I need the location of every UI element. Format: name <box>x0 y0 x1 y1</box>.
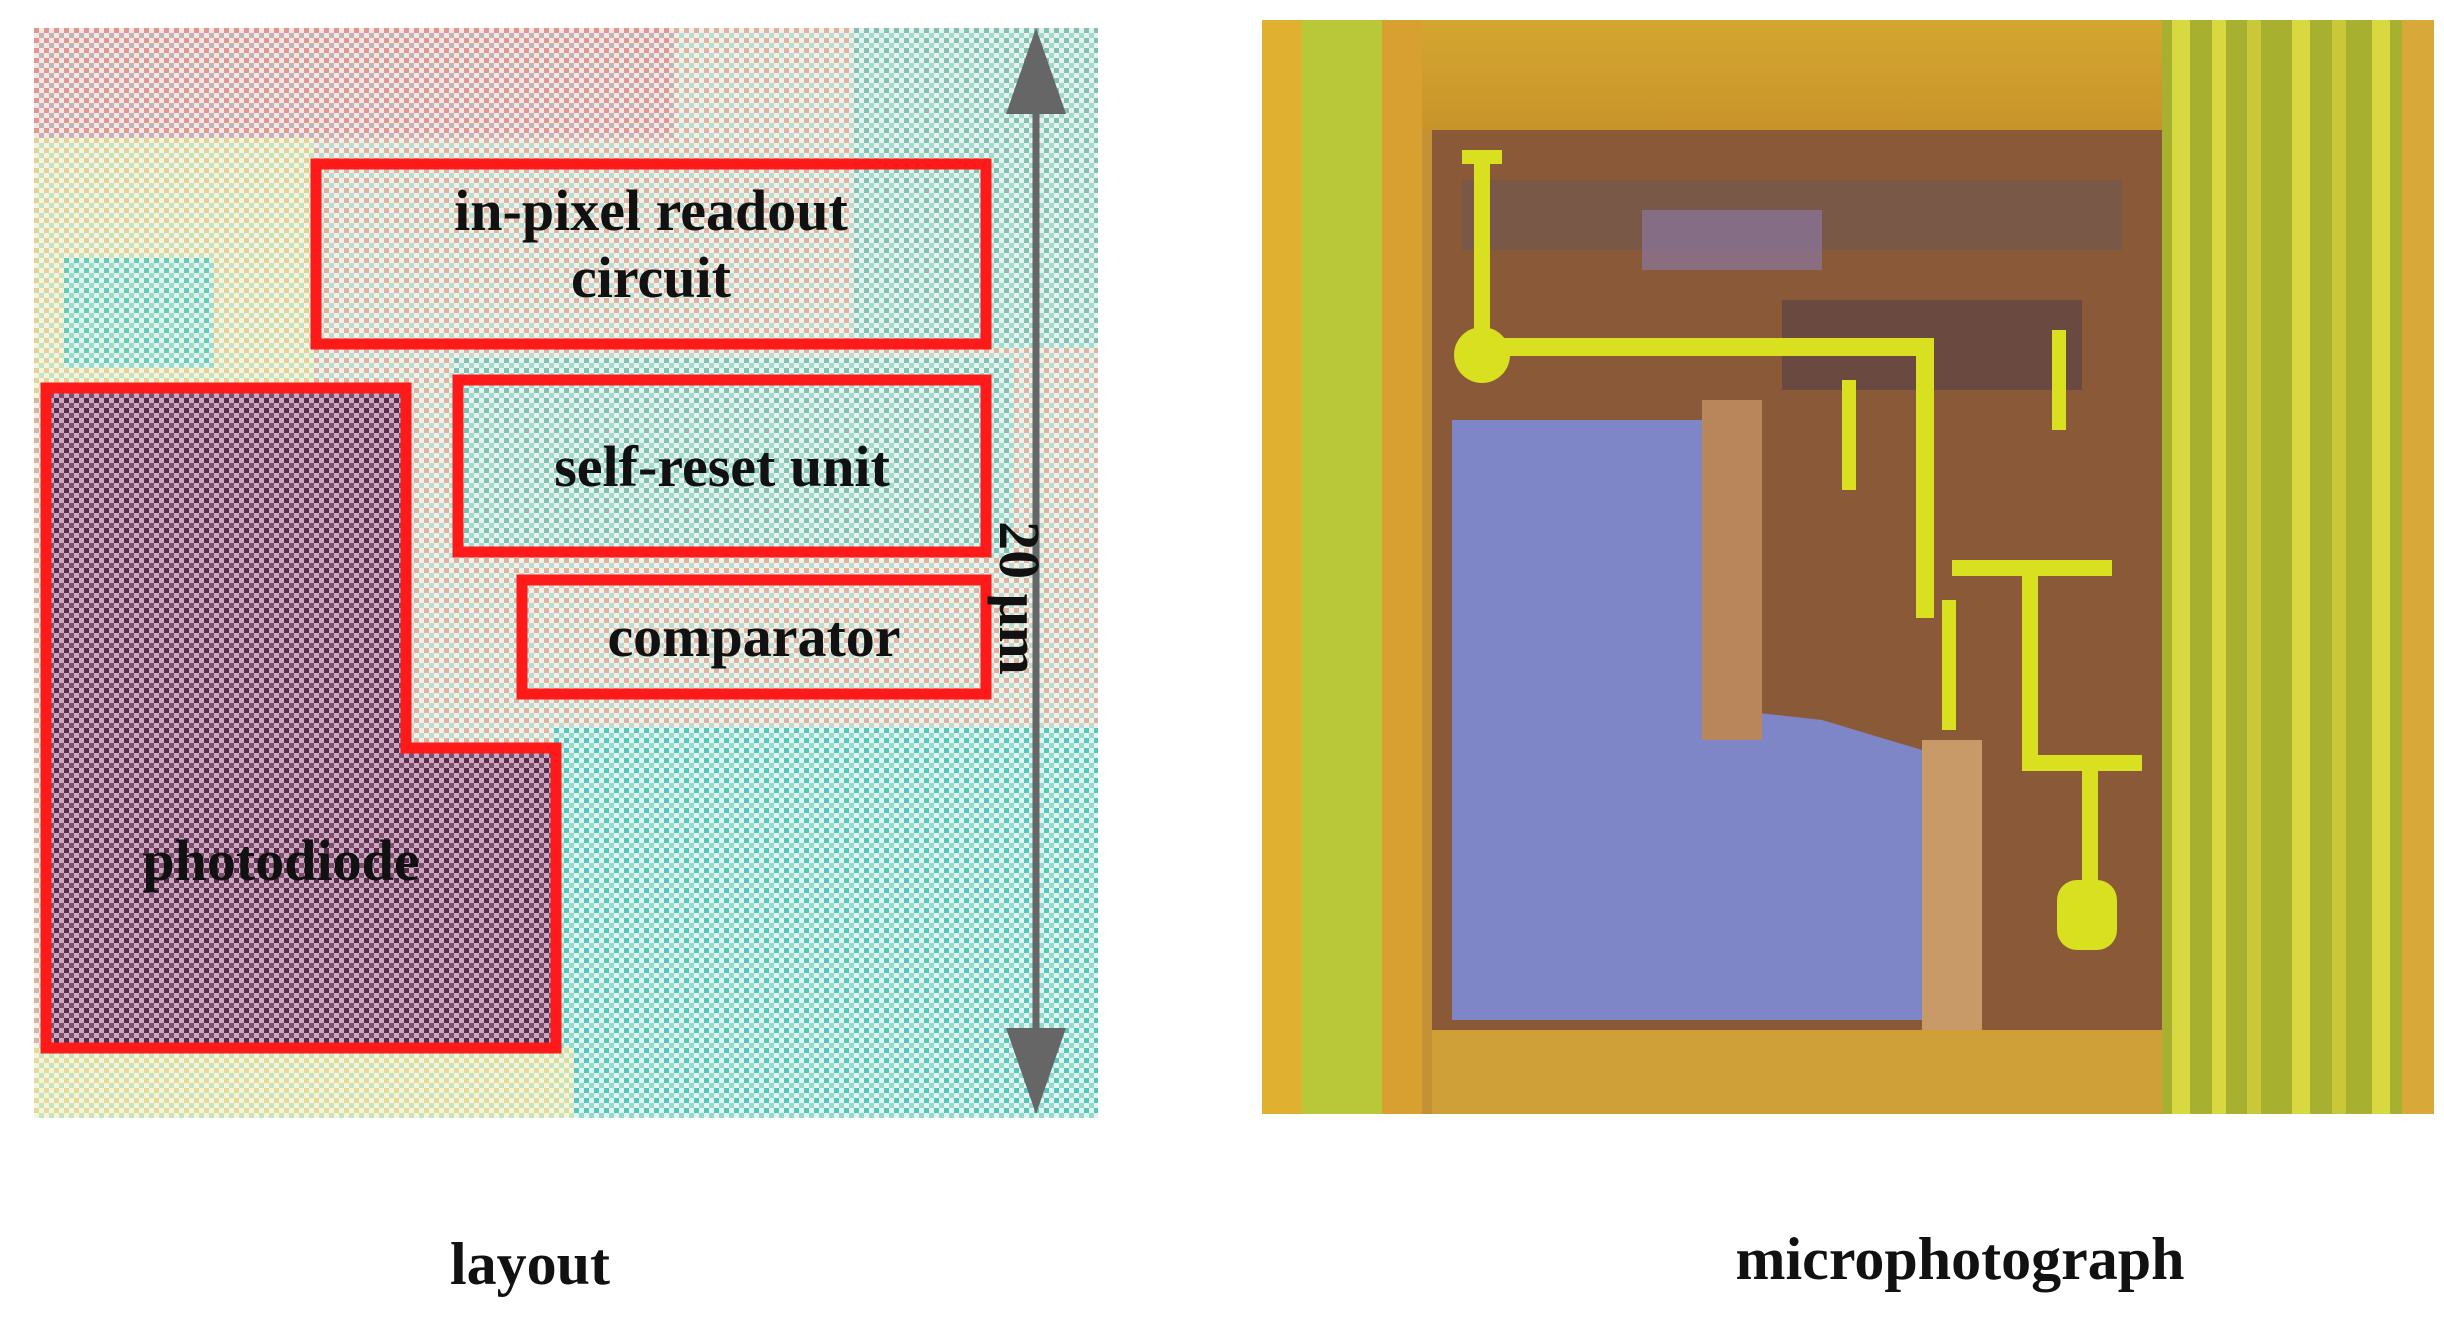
self-reset-label: self-reset unit <box>554 434 890 499</box>
microphotograph-image <box>1262 20 2434 1114</box>
readout-label-line2: circuit <box>571 244 731 310</box>
comparator-outline <box>516 574 992 700</box>
microphotograph-panel <box>1262 20 2434 1114</box>
photodiode-area <box>46 388 556 1048</box>
photodiode-label: photodiode <box>142 828 420 893</box>
readout-label-line1: in-pixel readout <box>454 178 848 243</box>
layout-bottom-band <box>34 1048 574 1118</box>
layout-cyan-block-b <box>854 28 1098 348</box>
self-reset-outline <box>452 374 992 558</box>
layout-cyan-block-c <box>454 358 1014 558</box>
comparator-label: comparator <box>607 604 901 669</box>
layout-panel: in-pixel readout circuit self-reset unit… <box>34 28 1098 1118</box>
layout-cyan-block-d <box>554 728 1098 1118</box>
scale-label: 20 μm <box>987 521 1052 675</box>
layout-caption: layout <box>449 1231 611 1297</box>
double-headed-arrow-icon <box>1006 28 1066 1114</box>
layout-drawing <box>34 28 1098 1118</box>
readout-outline <box>310 158 992 350</box>
layout-cyan-block-a <box>64 258 214 368</box>
layout-top-band <box>34 28 674 138</box>
readout-label: in-pixel readout circuit <box>316 178 986 311</box>
photodiode-outline <box>40 382 562 1054</box>
microphotograph-caption: microphotograph <box>1735 1226 2185 1292</box>
